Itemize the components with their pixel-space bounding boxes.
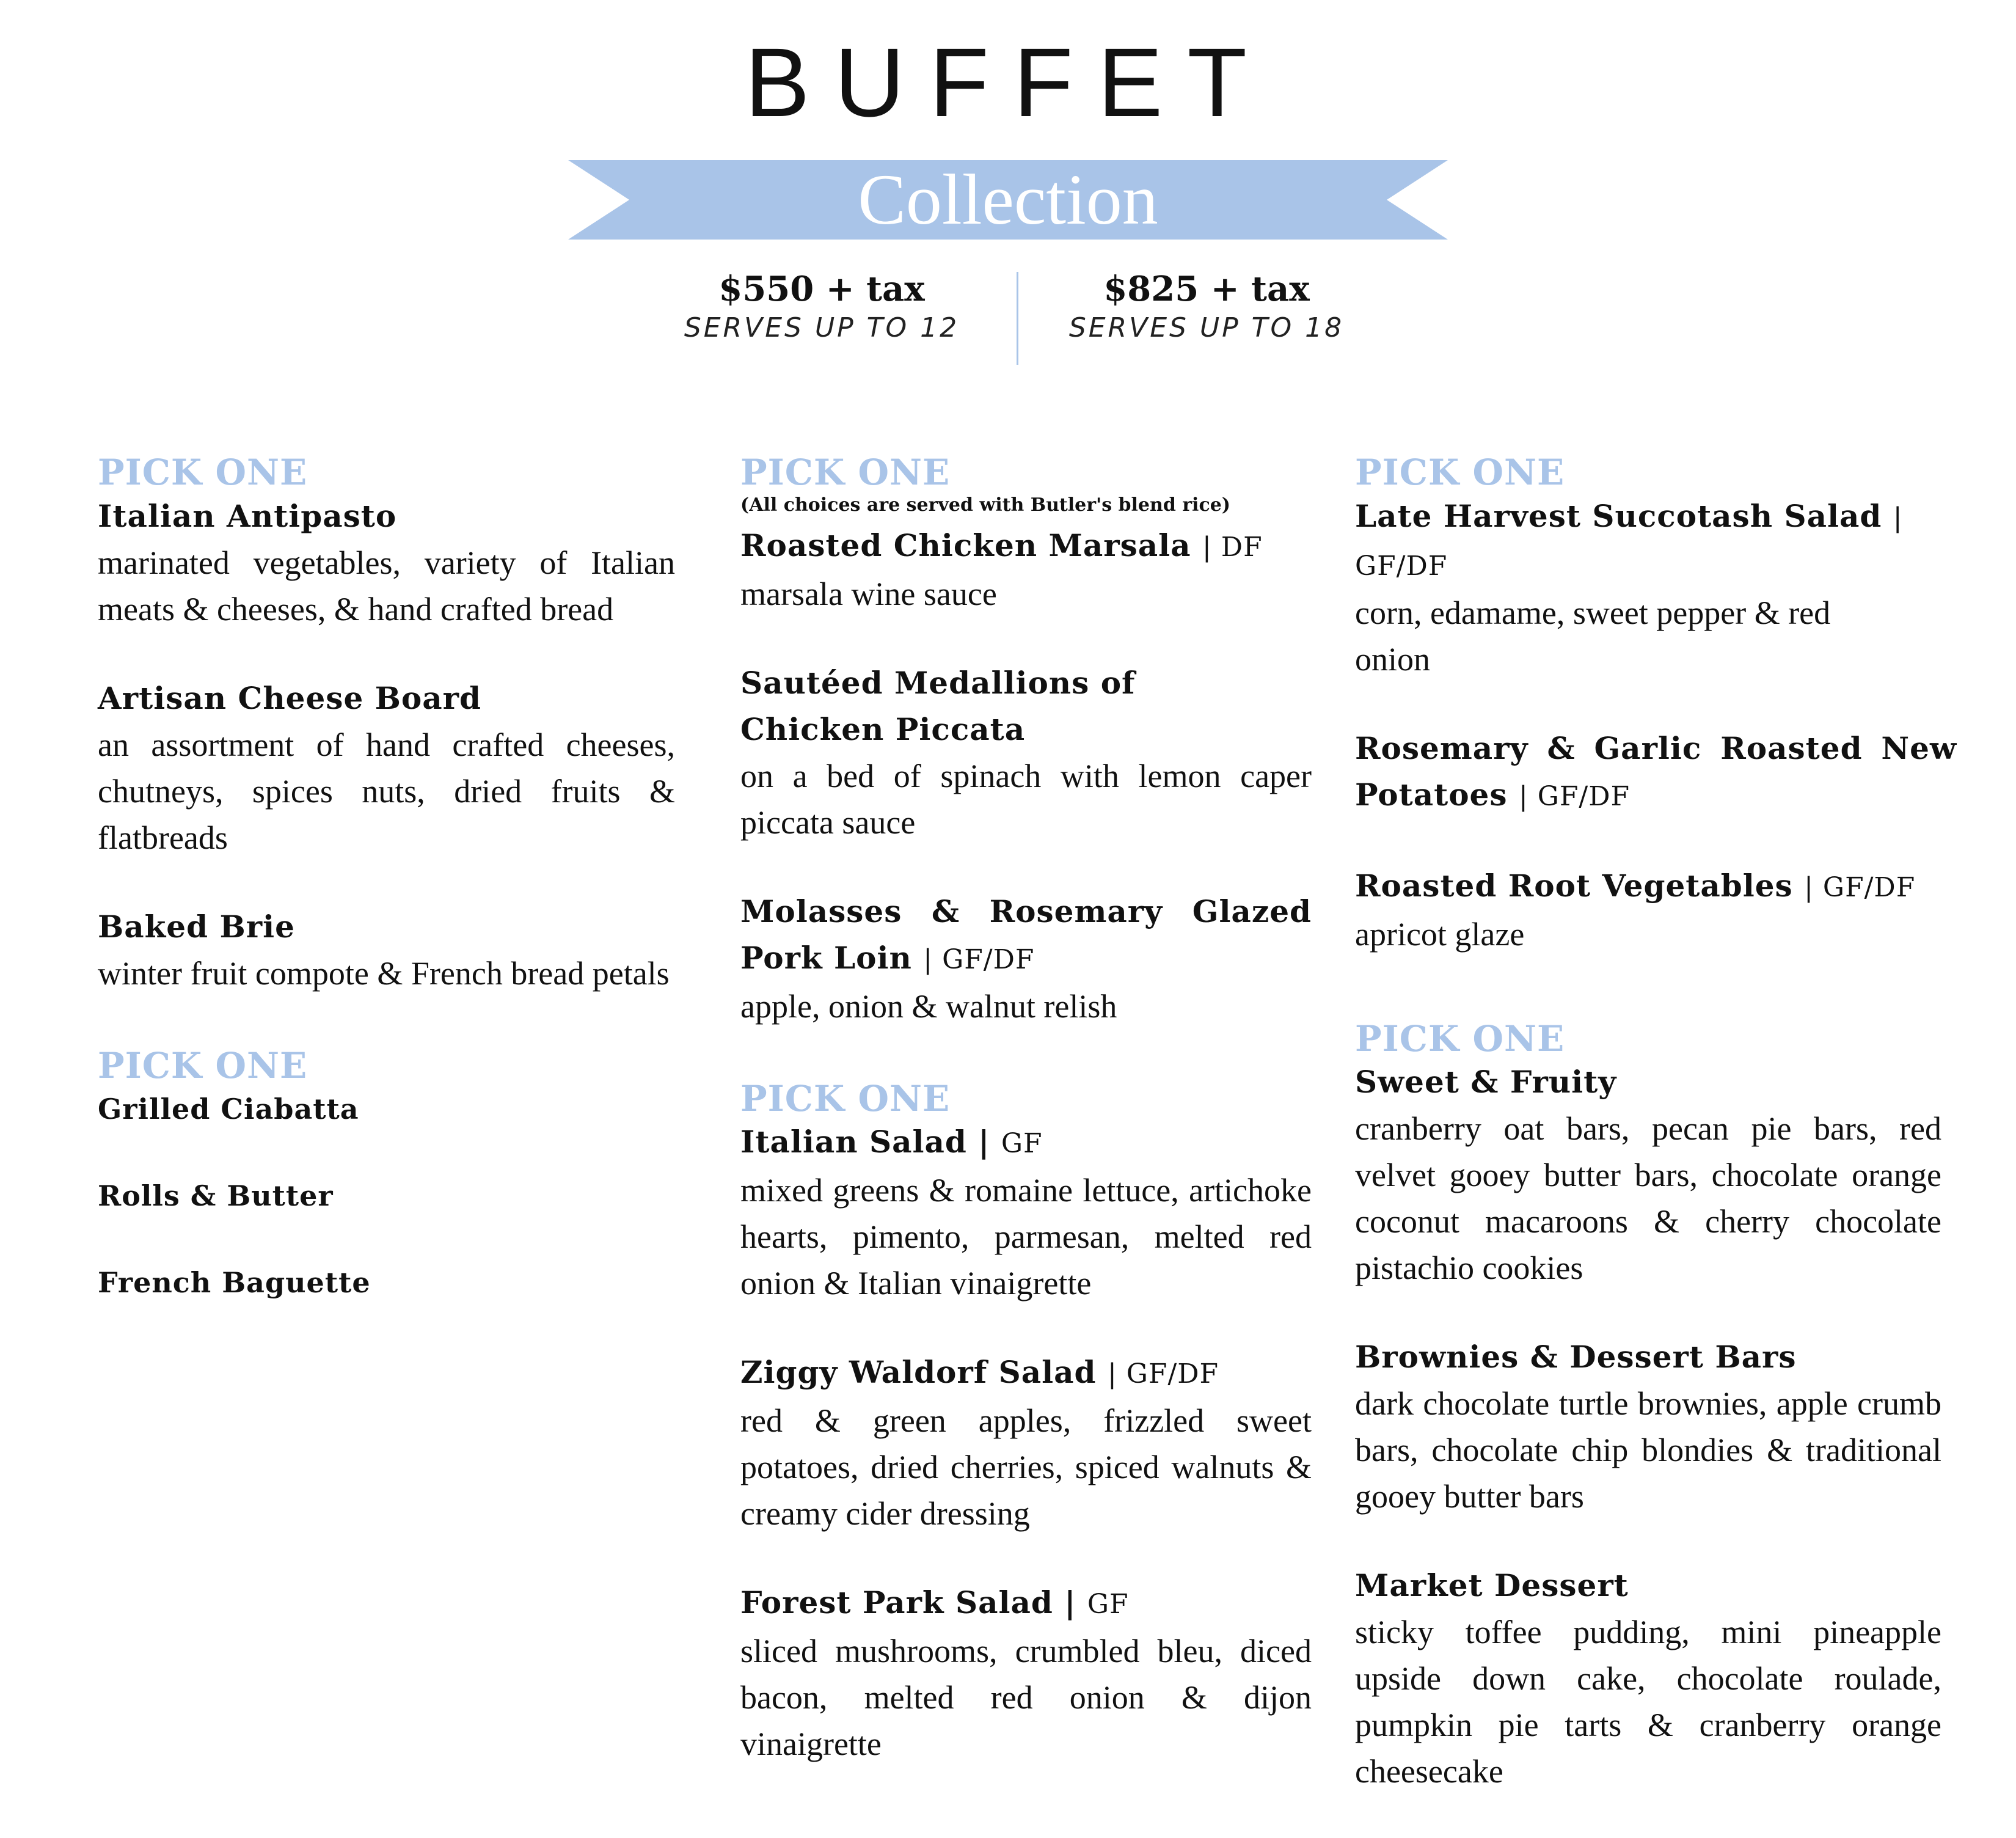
menu-column-appetizers: PICK ONE Italian Antipasto marinated veg… bbox=[98, 452, 675, 1346]
dietary-tag: GF bbox=[1001, 1128, 1043, 1160]
item-name: Roasted Chicken Marsala | DF bbox=[740, 527, 1263, 563]
item-description: an assortment of hand crafted cheeses, c… bbox=[98, 726, 675, 856]
section-heading: PICK ONE bbox=[98, 1044, 308, 1086]
price-value: $825 + tax bbox=[1103, 269, 1310, 309]
menu-item: Baked Brie winter fruit compote & French… bbox=[98, 904, 675, 997]
item-description: corn, edamame, sweet pepper & red onion bbox=[1355, 594, 1831, 678]
item-description: apple, onion & walnut relish bbox=[740, 987, 1117, 1025]
menu-item: Roasted Root Vegetables | GF/DF apricot … bbox=[1355, 863, 1957, 957]
item-name: Rosemary & Garlic Roasted New Potatoes |… bbox=[1355, 730, 1957, 813]
item-description: dark chocolate turtle brownies, apple cr… bbox=[1355, 1385, 1941, 1515]
menu-item: Italian Antipasto marinated vegetables, … bbox=[98, 493, 675, 632]
menu-item: Forest Park Salad | GF sliced mushrooms,… bbox=[740, 1580, 1312, 1767]
dietary-tag: | GF/DF bbox=[923, 943, 1035, 975]
dietary-tag: | DF bbox=[1202, 531, 1263, 563]
section-note: (All choices are served with Butler's bl… bbox=[740, 494, 1230, 516]
ribbon-label: Collection bbox=[858, 159, 1158, 240]
item-name: Italian Salad | GF bbox=[740, 1124, 1043, 1160]
section-heading: PICK ONE bbox=[740, 452, 951, 493]
menu-item: Late Harvest Succotash Salad | GF/DF cor… bbox=[1355, 493, 1957, 683]
section-heading: PICK ONE bbox=[1355, 1017, 1565, 1060]
menu-item: Ziggy Waldorf Salad | GF/DF red & green … bbox=[740, 1349, 1312, 1537]
serves-label: SERVES UP TO 12 bbox=[684, 312, 960, 344]
section-sides: PICK ONE Late Harvest Succotash Salad | … bbox=[1355, 452, 1957, 957]
collection-ribbon: Collection bbox=[568, 160, 1448, 240]
item-description: red & green apples, frizzled sweet potat… bbox=[740, 1402, 1312, 1532]
serves-label: SERVES UP TO 18 bbox=[1068, 312, 1345, 344]
menu-item: Rosemary & Garlic Roasted New Potatoes |… bbox=[1355, 725, 1957, 820]
bread-option: French Baguette bbox=[98, 1266, 371, 1300]
item-description: sticky toffee pudding, mini pineapple up… bbox=[1355, 1614, 1941, 1790]
menu-item: Roasted Chicken Marsala | DF marsala win… bbox=[740, 522, 1312, 617]
price-value: $550 + tax bbox=[718, 269, 925, 309]
menu-item: Brownies & Dessert Bars dark chocolate t… bbox=[1355, 1334, 1957, 1520]
section-breads: PICK ONE Grilled Ciabatta Rolls & Butter… bbox=[98, 1045, 675, 1306]
item-name: Roasted Root Vegetables | GF/DF bbox=[1355, 867, 1916, 904]
item-name: Sweet & Fruity bbox=[1355, 1064, 1617, 1100]
item-name: Molasses & Rosemary Glazed Pork Loin | G… bbox=[740, 893, 1312, 976]
item-name: Ziggy Waldorf Salad | GF/DF bbox=[740, 1354, 1219, 1391]
menu-item: Market Dessert sticky toffee pudding, mi… bbox=[1355, 1562, 1957, 1795]
section-heading: PICK ONE bbox=[98, 452, 308, 493]
dietary-tag: | GF/DF bbox=[1804, 871, 1916, 903]
bread-option: Rolls & Butter bbox=[98, 1179, 334, 1213]
item-name: Sautéed Medallions of Chicken Piccata bbox=[740, 664, 1136, 747]
menu-column-sides-desserts: PICK ONE Late Harvest Succotash Salad | … bbox=[1355, 452, 1957, 1831]
item-description: on a bed of spinach with lemon caper pic… bbox=[740, 757, 1312, 841]
item-description: cranberry oat bars, pecan pie bars, red … bbox=[1355, 1110, 1941, 1287]
section-salads: PICK ONE Italian Salad | GF mixed greens… bbox=[740, 1078, 1312, 1768]
menu-column-entrees: PICK ONE (All choices are served with Bu… bbox=[740, 452, 1312, 1804]
section-appetizers: PICK ONE Italian Antipasto marinated veg… bbox=[98, 452, 675, 997]
dietary-tag: | GF/DF bbox=[1107, 1358, 1219, 1390]
dietary-tag: GF bbox=[1087, 1589, 1129, 1620]
item-name: Italian Antipasto bbox=[98, 497, 397, 534]
menu-item: Sweet & Fruity cranberry oat bars, pecan… bbox=[1355, 1059, 1957, 1291]
item-description: marsala wine sauce bbox=[740, 575, 997, 612]
dietary-tag: | GF/DF bbox=[1355, 502, 1903, 582]
bread-option: Grilled Ciabatta bbox=[98, 1093, 359, 1126]
section-desserts: PICK ONE Sweet & Fruity cranberry oat ba… bbox=[1355, 1017, 1957, 1795]
section-heading: PICK ONE bbox=[1355, 452, 1565, 493]
price-divider bbox=[1017, 272, 1018, 365]
price-option-small: $550 + tax SERVES UP TO 12 bbox=[638, 269, 1005, 343]
item-description: mixed greens & romaine lettuce, artichok… bbox=[740, 1172, 1312, 1302]
section-entrees: PICK ONE (All choices are served with Bu… bbox=[740, 452, 1312, 1030]
item-name: Market Dessert bbox=[1355, 1567, 1629, 1604]
price-option-large: $825 + tax SERVES UP TO 18 bbox=[1023, 269, 1390, 343]
ribbon-banner-shape bbox=[568, 160, 1448, 240]
item-description: winter fruit compote & French bread peta… bbox=[98, 954, 670, 992]
item-description: marinated vegetables, variety of Italian… bbox=[98, 544, 675, 628]
dietary-tag: | GF/DF bbox=[1518, 780, 1631, 812]
menu-item: Italian Salad | GF mixed greens & romain… bbox=[740, 1119, 1312, 1306]
menu-item: Sautéed Medallions of Chicken Piccata on… bbox=[740, 660, 1312, 846]
item-name: Brownies & Dessert Bars bbox=[1355, 1339, 1797, 1375]
item-description: apricot glaze bbox=[1355, 915, 1525, 953]
item-name: Baked Brie bbox=[98, 908, 295, 945]
item-name: Late Harvest Succotash Salad | GF/DF bbox=[1355, 497, 1903, 582]
item-name: Artisan Cheese Board bbox=[98, 679, 481, 716]
menu-item: Artisan Cheese Board an assortment of ha… bbox=[98, 675, 675, 861]
section-heading: PICK ONE bbox=[740, 1077, 951, 1119]
item-name: Forest Park Salad | GF bbox=[740, 1584, 1129, 1621]
item-description: sliced mushrooms, crumbled bleu, diced b… bbox=[740, 1633, 1312, 1763]
menu-title: BUFFET bbox=[744, 27, 1272, 137]
menu-item: Molasses & Rosemary Glazed Pork Loin | G… bbox=[740, 888, 1312, 1030]
